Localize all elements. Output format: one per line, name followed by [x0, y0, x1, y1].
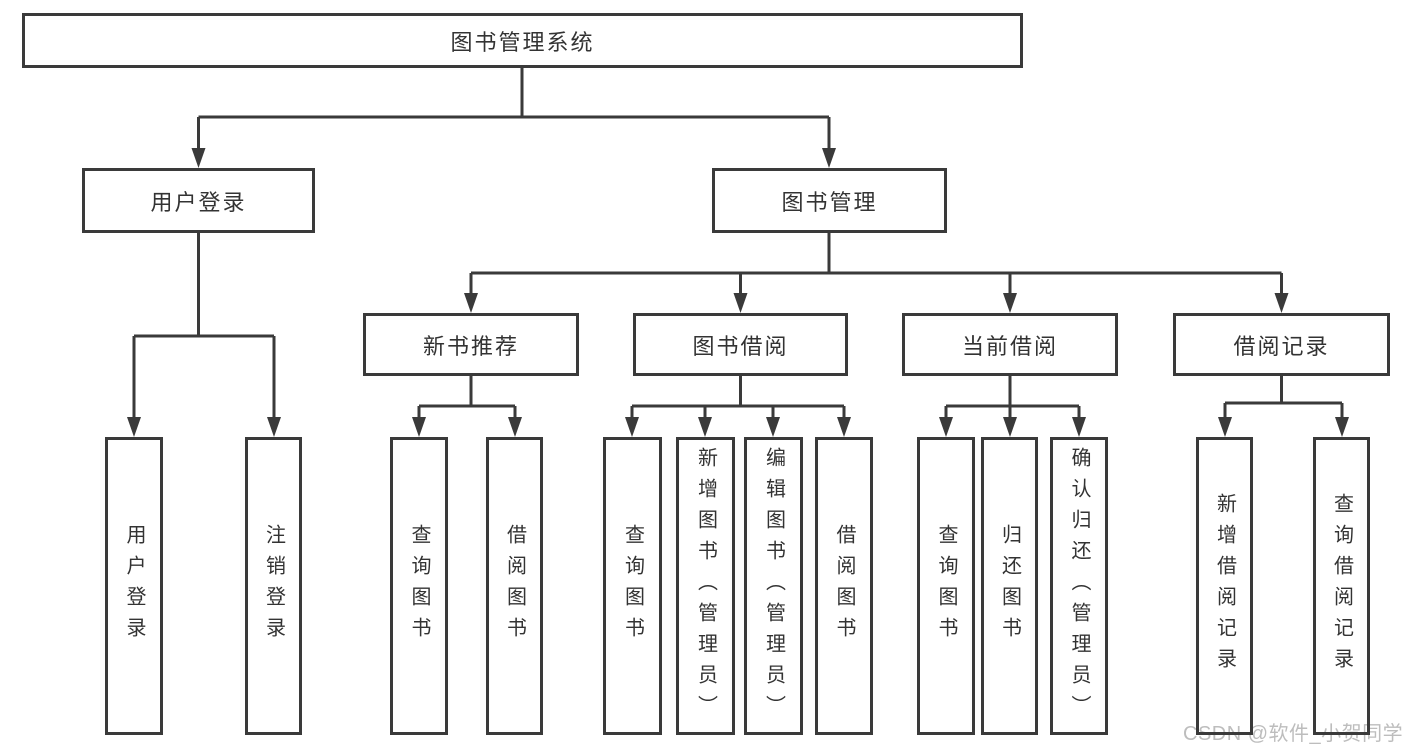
- node-label: 新书推荐: [422, 333, 519, 359]
- node-label: 当前借阅: [961, 333, 1058, 359]
- leaf-current-confirm-return-admin: 确认归还（管理员）: [1050, 437, 1108, 735]
- leaf-borrowing-edit-books-admin: 编辑图书（管理员）: [744, 437, 803, 735]
- node-book-management: 图书管理: [712, 168, 947, 233]
- node-label: 查询图书: [408, 524, 430, 648]
- node-label: 借阅图书: [833, 524, 855, 648]
- node-label: 图书借阅: [692, 333, 789, 359]
- node-book-borrowing: 图书借阅: [633, 313, 848, 376]
- leaf-newbook-borrow-books: 借阅图书: [486, 437, 543, 735]
- node-label: 新增图书（管理员）: [694, 446, 717, 726]
- node-label: 注销登录: [262, 524, 285, 648]
- node-borrowing-records: 借阅记录: [1173, 313, 1390, 376]
- leaf-borrowing-borrow-books: 借阅图书: [815, 437, 873, 735]
- node-label: 用户登录: [123, 524, 145, 648]
- node-label: 借阅记录: [1233, 333, 1330, 359]
- leaf-logout: 注销登录: [245, 437, 302, 735]
- leaf-records-add-borrow-record: 新增借阅记录: [1196, 437, 1253, 735]
- watermark: CSDN @软件_小贺同学: [1183, 723, 1404, 745]
- leaf-current-return-books: 归还图书: [981, 437, 1038, 735]
- node-label: 新增借阅记录: [1213, 493, 1236, 679]
- node-label: 图书管理系统: [450, 29, 595, 55]
- node-label: 归还图书: [998, 524, 1021, 648]
- leaf-newbook-query-books: 查询图书: [390, 437, 448, 735]
- leaf-records-query-borrow-record: 查询借阅记录: [1313, 437, 1370, 735]
- node-label: 确认归还（管理员）: [1068, 446, 1090, 726]
- node-label: 查询图书: [935, 524, 957, 648]
- node-label: 查询图书: [621, 524, 644, 648]
- leaf-borrowing-add-books-admin: 新增图书（管理员）: [676, 437, 735, 735]
- node-user-login: 用户登录: [82, 168, 315, 233]
- node-new-book-recommendation: 新书推荐: [363, 313, 579, 376]
- leaf-user-login: 用户登录: [105, 437, 163, 735]
- node-label: 借阅图书: [503, 524, 526, 648]
- node-label: 查询借阅记录: [1330, 493, 1353, 679]
- leaf-borrowing-query-books: 查询图书: [603, 437, 662, 735]
- leaf-current-query-books: 查询图书: [917, 437, 975, 735]
- node-label: 图书管理: [781, 189, 878, 215]
- node-current-borrowing: 当前借阅: [902, 313, 1118, 376]
- node-library-management-system: 图书管理系统: [22, 13, 1023, 68]
- node-label: 用户登录: [150, 189, 247, 215]
- node-label: 编辑图书（管理员）: [762, 446, 785, 726]
